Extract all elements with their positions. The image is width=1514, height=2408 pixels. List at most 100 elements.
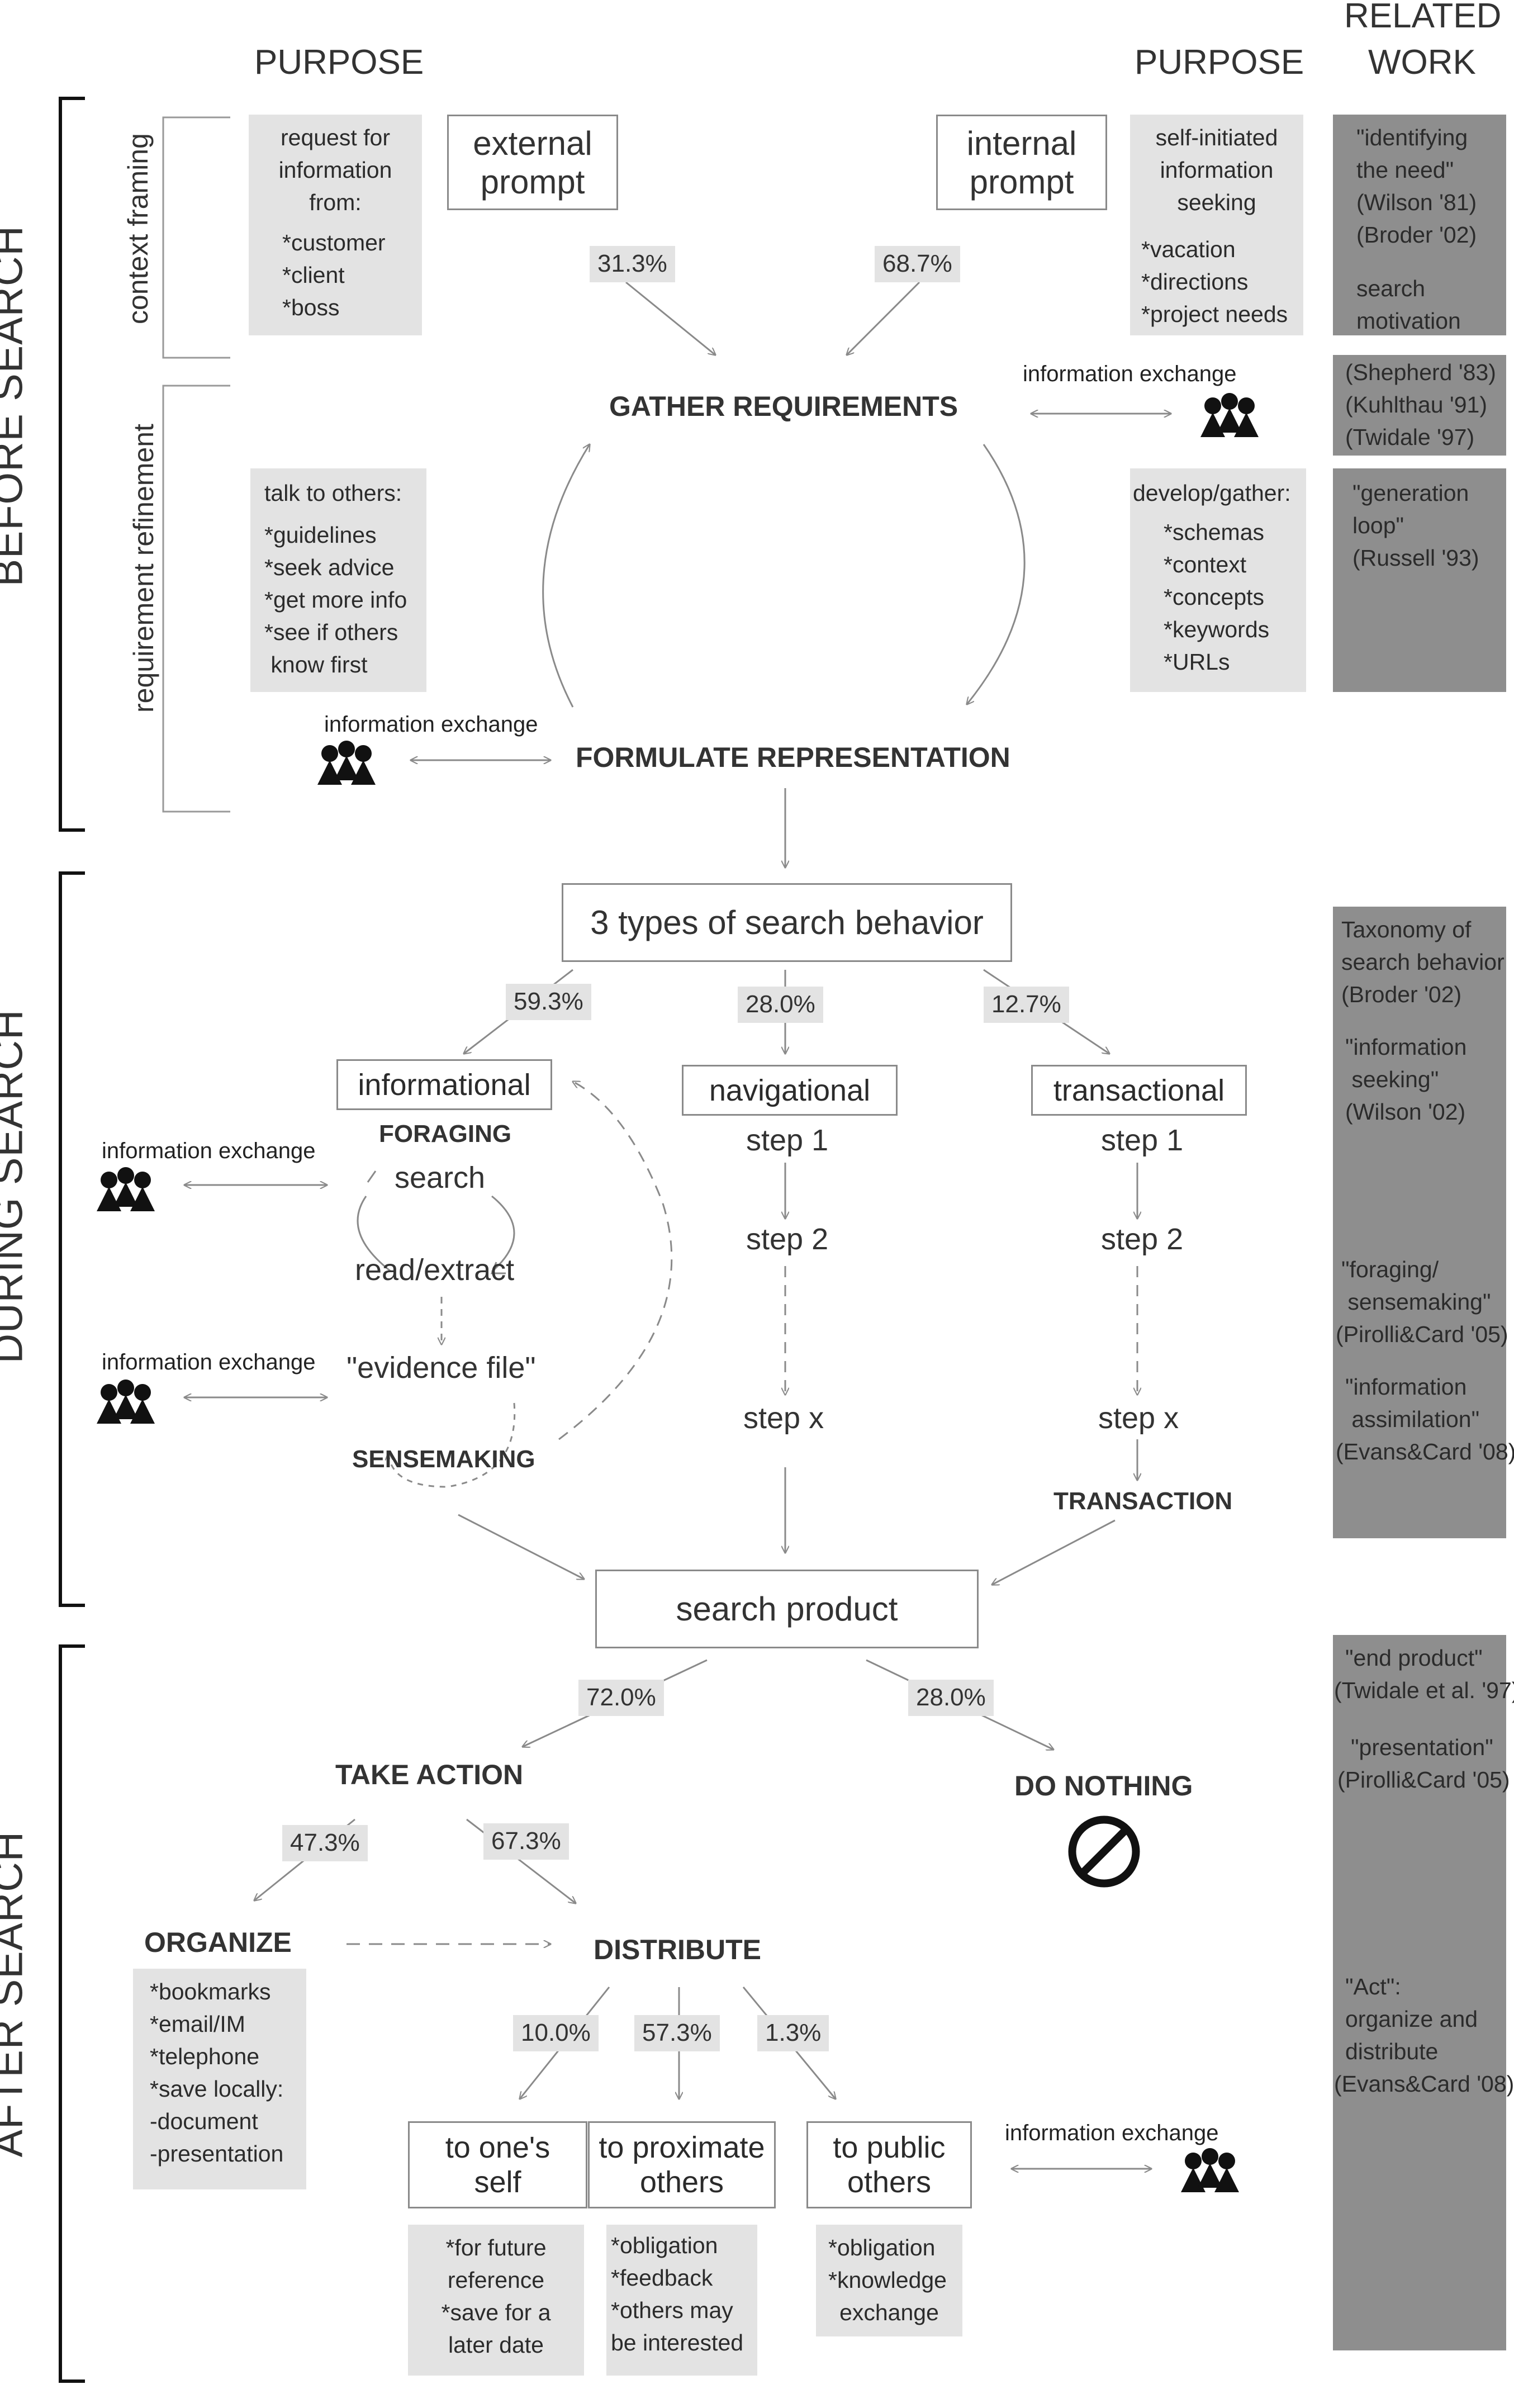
related-work-box-4: Taxonomy of search behavior (Broder '02)… <box>1333 907 1514 1538</box>
public-list-line: *obligation <box>828 2235 936 2260</box>
to-public-line: to public <box>833 2131 946 2164</box>
to-public-line: others <box>847 2165 932 2199</box>
purpose-line: *customer <box>282 230 386 255</box>
related-work-box-1: "identifying the need" (Wilson '81) (Bro… <box>1333 115 1506 335</box>
external-prompt-line: external <box>473 124 592 162</box>
talk-line: talk to others: <box>264 480 402 506</box>
to-proximate-node: to proximate others <box>588 2121 776 2208</box>
develop-line: *URLs <box>1164 649 1230 675</box>
related-line: distribute <box>1345 2039 1439 2064</box>
do-nothing-node: DO NOTHING <box>1014 1770 1193 1802</box>
organize-line: *email/IM <box>150 2011 245 2037</box>
organize-line: *save locally: <box>150 2076 284 2102</box>
purpose-line: *project needs <box>1141 301 1288 327</box>
organize-line: -presentation <box>150 2141 284 2167</box>
related-line: "identifying <box>1356 125 1468 150</box>
related-line: (Evans&Card '08) <box>1336 1439 1514 1464</box>
self-initiated-box: self-initiated information seeking *vaca… <box>1130 115 1303 335</box>
informational-node: informational <box>336 1059 552 1110</box>
purpose-header-right: PURPOSE <box>1135 43 1304 82</box>
evidence-file-step: "evidence file" <box>347 1351 536 1385</box>
transactional-node: transactional <box>1031 1065 1247 1116</box>
related-line: "generation <box>1352 480 1469 506</box>
talk-line: *guidelines <box>264 522 377 548</box>
develop-line: *keywords <box>1164 617 1270 642</box>
purpose-line: *client <box>282 262 345 288</box>
purpose-line: request for <box>281 125 390 150</box>
phase-during-search: DURING SEARCH <box>0 1009 31 1364</box>
related-line: (Broder '02) <box>1341 982 1462 1007</box>
read-extract-step: read/extract <box>355 1253 515 1287</box>
talk-line: *seek advice <box>264 554 395 580</box>
related-line: (Evans&Card '08) <box>1334 2071 1514 2097</box>
people-group-icon <box>317 741 376 785</box>
formulate-representation-node: FORMULATE REPRESENTATION <box>576 742 1010 773</box>
pct-distribute: 67.3% <box>483 1823 569 1860</box>
purpose-line: from: <box>309 189 362 215</box>
related-work-header-line1: RELATED <box>1344 0 1502 35</box>
pct-take-action: 72.0% <box>578 1680 664 1716</box>
related-line: the need" <box>1356 157 1454 183</box>
people-group-icon <box>97 1167 155 1211</box>
develop-line: *concepts <box>1164 584 1265 610</box>
related-line: search <box>1356 276 1426 301</box>
search-product-node: search product <box>595 1570 979 1648</box>
take-action-node: TAKE ACTION <box>335 1759 524 1790</box>
talk-to-others-box: talk to others: *guidelines *seek advice… <box>250 468 426 692</box>
to-self-list-box: *for future reference *save for a later … <box>408 2225 584 2376</box>
to-proximate-line: others <box>639 2165 724 2199</box>
no-action-icon <box>1068 1816 1140 1888</box>
to-self-line: self <box>474 2165 521 2199</box>
related-line: seeking" <box>1345 1066 1439 1092</box>
proximate-list-line: *others may <box>611 2297 733 2323</box>
develop-line: *context <box>1164 552 1247 577</box>
organize-line: -document <box>150 2108 258 2134</box>
organize-list-box: *bookmarks *email/IM *telephone *save lo… <box>133 1969 306 2189</box>
info-exchange-label: information exchange <box>1023 362 1237 386</box>
talk-line: know first <box>264 652 368 677</box>
related-line: Taxonomy of <box>1341 917 1472 942</box>
tr-step-x: step x <box>1098 1401 1179 1435</box>
foraging-label: FORAGING <box>379 1120 512 1148</box>
talk-line: *get more info <box>264 587 407 613</box>
related-line: loop" <box>1352 513 1404 538</box>
self-list-line: *for future <box>445 2235 547 2260</box>
to-self-node: to one's self <box>408 2121 587 2208</box>
purpose-line: *boss <box>282 295 340 320</box>
gather-requirements-node: GATHER REQUIREMENTS <box>609 391 958 422</box>
pct-to-proximate: 57.3% <box>634 2015 720 2051</box>
pct-navigational: 28.0% <box>738 987 823 1023</box>
proximate-list-line: *feedback <box>611 2265 713 2291</box>
related-line: assimilation" <box>1345 1406 1480 1432</box>
navigational-label: navigational <box>709 1073 871 1107</box>
public-list-line: exchange <box>839 2300 939 2325</box>
people-group-icon <box>1181 2148 1239 2192</box>
internal-prompt-line: internal <box>966 124 1077 162</box>
proximate-list-line: *obligation <box>611 2232 718 2258</box>
sensemaking-label: SENSEMAKING <box>352 1445 535 1473</box>
related-line: (Twidale et al. '97) <box>1334 1677 1514 1703</box>
related-line: (Wilson '02) <box>1345 1099 1466 1125</box>
proximate-list-line: be interested <box>611 2330 744 2355</box>
purpose-header-left: PURPOSE <box>254 43 424 82</box>
info-exchange-label: information exchange <box>102 1350 316 1374</box>
navigational-node: navigational <box>682 1065 898 1116</box>
distribute-node: DISTRIBUTE <box>594 1934 761 1965</box>
develop-line: *schemas <box>1164 519 1265 545</box>
develop-gather-box: develop/gather: *schemas *context *conce… <box>1130 468 1306 692</box>
purpose-line: information <box>1160 157 1274 183</box>
to-public-list-box: *obligation *knowledge exchange <box>816 2225 962 2336</box>
people-group-icon <box>97 1380 155 1424</box>
pct-do-nothing: 28.0% <box>908 1680 994 1716</box>
nav-step-x: step x <box>743 1401 824 1435</box>
related-line: (Broder '02) <box>1356 222 1477 248</box>
related-line: (Shepherd '83) <box>1345 359 1496 385</box>
pct-organize: 47.3% <box>282 1825 368 1861</box>
search-step: search <box>395 1161 486 1194</box>
pct-transactional: 12.7% <box>984 987 1069 1023</box>
related-line: sensemaking" <box>1341 1289 1491 1315</box>
three-types-label: 3 types of search behavior <box>590 904 984 941</box>
pct-to-self: 10.0% <box>513 2015 599 2051</box>
transaction-label: TRANSACTION <box>1053 1487 1233 1515</box>
internal-prompt-line: prompt <box>969 163 1074 201</box>
